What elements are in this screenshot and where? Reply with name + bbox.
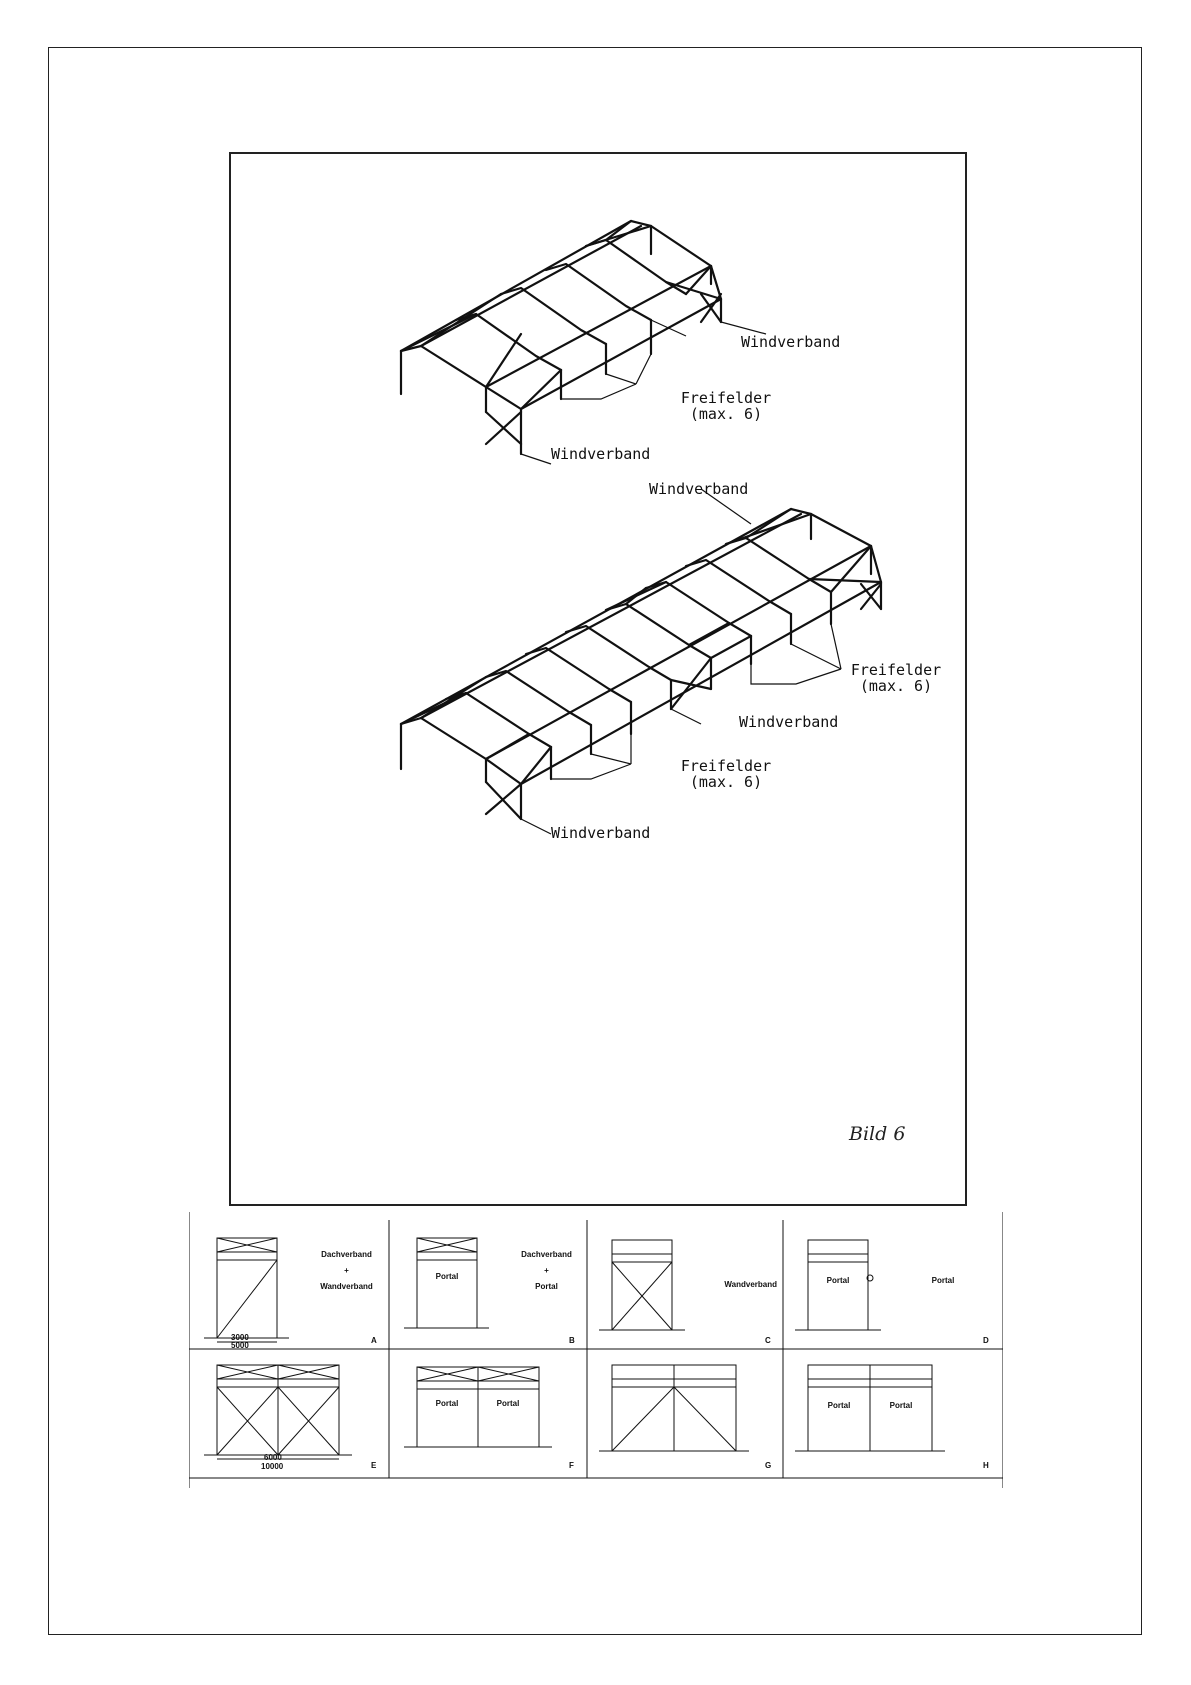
panel-g-letter: G <box>765 1461 771 1470</box>
bracing-panel-b: Portal Dachverband + Portal B <box>389 1220 587 1349</box>
panel-h-sketch <box>783 1349 1003 1478</box>
panel-a-text1: Dachverband <box>314 1250 379 1260</box>
panel-e-letter: E <box>371 1461 376 1470</box>
panel-b-text3: Portal <box>514 1282 579 1292</box>
panel-b-inner: Portal <box>429 1272 465 1282</box>
upper-free-label-line2: (max. 6) <box>671 406 781 423</box>
lower-free-left-line2: (max. 6) <box>671 774 781 791</box>
panel-a-text2: + <box>314 1266 379 1276</box>
panel-d-inner: Portal <box>820 1276 856 1286</box>
panel-a-text3: Wandverband <box>314 1282 379 1292</box>
panel-f-inner2: Portal <box>490 1399 526 1409</box>
panel-f-sketch <box>389 1349 587 1478</box>
panel-b-text2: + <box>514 1266 579 1276</box>
bracing-panel-d: Portal Portal D <box>783 1220 1003 1349</box>
panel-e-dim2: 10000 <box>261 1462 283 1472</box>
panel-c-text1: Wandverband <box>697 1280 777 1290</box>
panel-f-inner1: Portal <box>429 1399 465 1409</box>
figure-frame: Windverband Freifelder (max. 6) Windverb… <box>229 152 967 1206</box>
figure-caption: Bild 6 <box>849 1123 905 1145</box>
panel-c-letter: C <box>765 1336 771 1345</box>
lower-free-right-line2: (max. 6) <box>841 678 951 695</box>
bracing-table: Dachverband + Wandverband 3000 5000 A Po… <box>189 1212 1003 1488</box>
panel-a-letter: A <box>371 1336 377 1345</box>
lower-wind-middle-label: Windverband <box>739 714 838 731</box>
panel-b-letter: B <box>569 1336 575 1345</box>
panel-h-letter: H <box>983 1461 989 1470</box>
upper-wind-bottom-label: Windverband <box>551 446 650 463</box>
bracing-panel-a: Dachverband + Wandverband 3000 5000 A <box>189 1220 389 1349</box>
panel-g-sketch <box>587 1349 783 1478</box>
panel-b-text1: Dachverband <box>514 1250 579 1260</box>
bracing-panel-h: Portal Portal H <box>783 1349 1003 1478</box>
panel-e-sketch <box>189 1349 389 1478</box>
lower-wind-bottom-label: Windverband <box>551 825 650 842</box>
panel-f-letter: F <box>569 1461 574 1470</box>
bracing-panel-e: 6000 10000 E <box>189 1349 389 1478</box>
bracing-panel-f: Portal Portal F <box>389 1349 587 1478</box>
panel-h-inner2: Portal <box>883 1401 919 1411</box>
panel-d-text1: Portal <box>923 1276 963 1286</box>
bracing-panel-g: G <box>587 1349 783 1478</box>
panel-d-sketch <box>783 1220 1003 1349</box>
panel-d-letter: D <box>983 1336 989 1345</box>
lower-wind-top-label: Windverband <box>649 481 748 498</box>
panel-h-inner1: Portal <box>821 1401 857 1411</box>
upper-wind-right-label: Windverband <box>741 334 840 351</box>
bracing-panel-c: Wandverband C <box>587 1220 783 1349</box>
